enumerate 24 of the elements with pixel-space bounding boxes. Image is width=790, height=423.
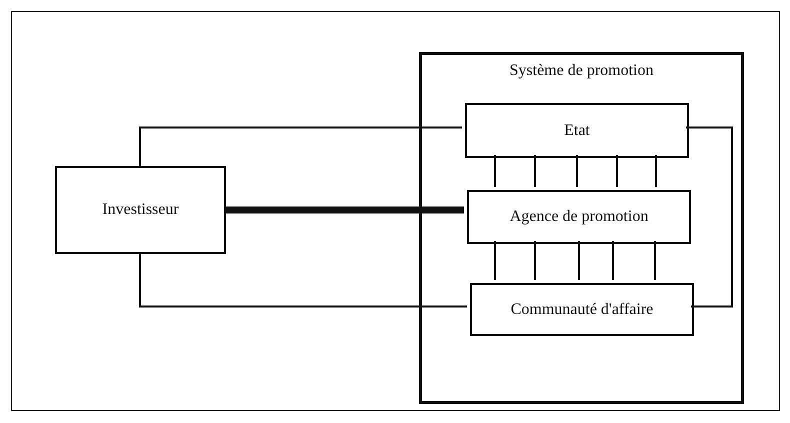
connector-line bbox=[655, 155, 657, 187]
process-box bbox=[467, 190, 691, 244]
box-label: Etat bbox=[564, 120, 590, 140]
connector-line bbox=[616, 155, 618, 187]
connector-line bbox=[534, 241, 536, 280]
box-label: Agence de promotion bbox=[510, 207, 648, 227]
connector-line bbox=[654, 241, 656, 280]
connector-line bbox=[494, 155, 496, 187]
group-box bbox=[419, 52, 744, 404]
group-heading: Système de promotion bbox=[510, 61, 654, 80]
connector-line bbox=[139, 126, 462, 166]
connector-line bbox=[226, 206, 464, 214]
connector-line bbox=[494, 241, 496, 280]
process-box bbox=[55, 166, 226, 254]
connector-line bbox=[534, 155, 536, 187]
connector-line bbox=[578, 241, 580, 280]
box-label: Investisseur bbox=[102, 200, 179, 220]
connector-line bbox=[576, 155, 578, 187]
box-label: Communauté d'affaire bbox=[510, 300, 654, 320]
connector-line bbox=[686, 126, 733, 308]
process-box bbox=[470, 283, 694, 336]
connector-line bbox=[612, 241, 614, 280]
connector-line bbox=[139, 254, 467, 308]
process-box bbox=[465, 103, 689, 158]
